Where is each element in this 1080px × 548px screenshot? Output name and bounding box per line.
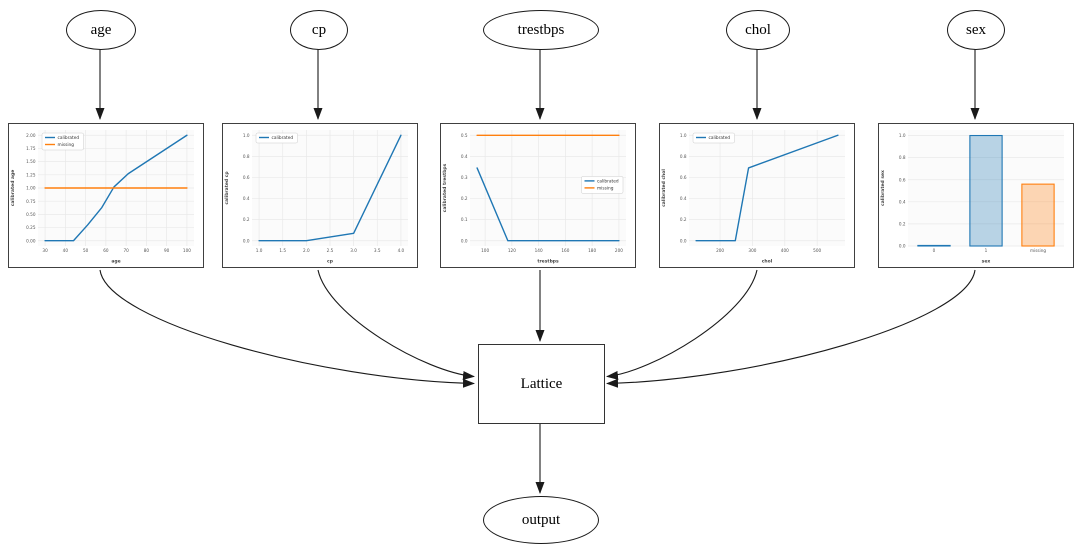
svg-text:0.2: 0.2 [680, 217, 687, 222]
chart-svg-trestbps: 0.0 0.1 0.2 0.3 0.4 0.5 100 120 140 160 180 200 tres… [442, 130, 626, 265]
lattice-node: Lattice [478, 344, 605, 424]
svg-text:0.0: 0.0 [899, 244, 906, 249]
svg-text:200: 200 [716, 248, 724, 253]
svg-text:400: 400 [781, 248, 789, 253]
svg-text:1.50: 1.50 [26, 159, 36, 164]
chart-svg-sex: 0.0 0.2 0.4 0.6 0.8 1.0 0 1 missing sex calibrated… [880, 130, 1064, 265]
svg-text:0.2: 0.2 [243, 217, 250, 222]
svg-text:160: 160 [561, 248, 569, 253]
svg-text:0.0: 0.0 [461, 238, 468, 243]
svg-text:3.0: 3.0 [350, 248, 357, 253]
svg-text:missing: missing [1030, 248, 1046, 253]
svg-text:80: 80 [144, 248, 150, 253]
svg-text:0.75: 0.75 [26, 199, 36, 204]
svg-text:3.5: 3.5 [374, 248, 381, 253]
svg-text:calibrated age: calibrated age [10, 170, 16, 207]
svg-text:90: 90 [164, 248, 170, 253]
svg-text:sex: sex [982, 260, 991, 265]
svg-text:calibrated: calibrated [597, 178, 619, 184]
svg-text:4.0: 4.0 [398, 248, 405, 253]
svg-text:calibrated trestbps: calibrated trestbps [442, 163, 448, 212]
svg-text:chol: chol [762, 259, 773, 265]
edge-chol-to-lattice [606, 269, 758, 380]
svg-text:0.2: 0.2 [461, 196, 468, 201]
svg-text:0.1: 0.1 [461, 217, 468, 222]
svg-text:1.0: 1.0 [899, 133, 906, 138]
svg-text:0.2: 0.2 [899, 222, 906, 227]
calibration-chart-age: 0.00 0.25 0.50 0.75 1.00 1.25 1.50 1.75 2.00 30 40… [8, 123, 204, 268]
svg-text:100: 100 [481, 248, 489, 253]
svg-text:2.5: 2.5 [327, 248, 334, 253]
output-node: output [483, 496, 599, 544]
svg-text:0.8: 0.8 [243, 154, 250, 159]
svg-text:calibrated cp: calibrated cp [224, 171, 230, 205]
input-node-sex: sex [947, 10, 1005, 50]
svg-text:0.3: 0.3 [461, 175, 468, 180]
svg-text:0.4: 0.4 [243, 196, 250, 201]
svg-text:120: 120 [508, 248, 516, 253]
svg-text:0.4: 0.4 [680, 196, 687, 201]
svg-text:calibrated chol: calibrated chol [661, 169, 667, 207]
svg-text:70: 70 [123, 248, 129, 253]
input-node-trestbps: trestbps [483, 10, 599, 50]
svg-text:1.0: 1.0 [680, 133, 687, 138]
calibration-chart-trestbps: 0.0 0.1 0.2 0.3 0.4 0.5 100 120 140 160 180 200 tres… [440, 123, 636, 268]
chart-svg-age: 0.00 0.25 0.50 0.75 1.00 1.25 1.50 1.75 2.00 30 40… [10, 130, 194, 265]
edge-cp-to-lattice [317, 269, 475, 380]
svg-text:missing: missing [597, 185, 614, 191]
input-node-chol: chol [726, 10, 790, 50]
svg-text:trestbps: trestbps [537, 259, 559, 265]
edge-age-to-lattice [99, 269, 475, 388]
svg-text:age: age [111, 260, 120, 265]
svg-text:cp: cp [327, 260, 334, 265]
svg-text:1.25: 1.25 [26, 172, 36, 177]
input-node-age: age [66, 10, 136, 50]
svg-text:0.4: 0.4 [461, 154, 468, 159]
svg-text:300: 300 [748, 248, 756, 253]
svg-text:1.75: 1.75 [26, 146, 36, 151]
svg-text:180: 180 [588, 248, 596, 253]
svg-text:0.6: 0.6 [243, 175, 250, 180]
svg-text:0.00: 0.00 [26, 238, 36, 243]
svg-text:0.6: 0.6 [899, 177, 906, 182]
svg-text:0.5: 0.5 [461, 133, 468, 138]
chart-svg-chol: 0.0 0.2 0.4 0.6 0.8 1.0 200 300 400 500 chol calibr… [661, 130, 845, 265]
svg-text:60: 60 [103, 248, 109, 253]
svg-text:0.8: 0.8 [899, 155, 906, 160]
svg-text:2.00: 2.00 [26, 133, 36, 138]
svg-text:140: 140 [535, 248, 543, 253]
chart-svg-cp: 0.0 0.2 0.4 0.6 0.8 1.0 1.0 1.5 2.0 2.5 3.0 3.5 4.0 c… [224, 130, 408, 265]
svg-text:missing: missing [58, 142, 75, 148]
svg-text:40: 40 [63, 248, 69, 253]
svg-text:0.8: 0.8 [680, 154, 687, 159]
svg-text:1.5: 1.5 [279, 248, 286, 253]
svg-text:50: 50 [83, 248, 89, 253]
svg-text:calibrated: calibrated [709, 135, 731, 141]
svg-text:30: 30 [42, 248, 48, 253]
svg-text:0.0: 0.0 [243, 238, 250, 243]
svg-text:0: 0 [933, 248, 936, 253]
svg-text:0.0: 0.0 [680, 238, 687, 243]
svg-text:calibrated: calibrated [272, 135, 294, 141]
svg-text:1.0: 1.0 [243, 133, 250, 138]
svg-text:100: 100 [183, 248, 191, 253]
svg-text:1.0: 1.0 [256, 248, 263, 253]
svg-text:0.4: 0.4 [899, 199, 906, 204]
svg-text:2.0: 2.0 [303, 248, 310, 253]
calibration-chart-sex: 0.0 0.2 0.4 0.6 0.8 1.0 0 1 missing sex calibrated… [878, 123, 1074, 268]
svg-text:0.25: 0.25 [26, 225, 36, 230]
svg-text:200: 200 [615, 248, 623, 253]
svg-text:calibrated: calibrated [58, 135, 80, 141]
svg-text:calibrated sex: calibrated sex [880, 170, 886, 206]
edge-sex-to-lattice [606, 269, 976, 388]
svg-text:0.6: 0.6 [680, 175, 687, 180]
calibration-chart-chol: 0.0 0.2 0.4 0.6 0.8 1.0 200 300 400 500 chol calibr… [659, 123, 855, 268]
svg-text:0.50: 0.50 [26, 212, 36, 217]
svg-text:500: 500 [813, 248, 821, 253]
calibration-chart-cp: 0.0 0.2 0.4 0.6 0.8 1.0 1.0 1.5 2.0 2.5 3.0 3.5 4.0 c… [222, 123, 418, 268]
input-node-cp: cp [290, 10, 348, 50]
svg-text:1.00: 1.00 [26, 186, 36, 191]
svg-text:1: 1 [985, 248, 988, 253]
